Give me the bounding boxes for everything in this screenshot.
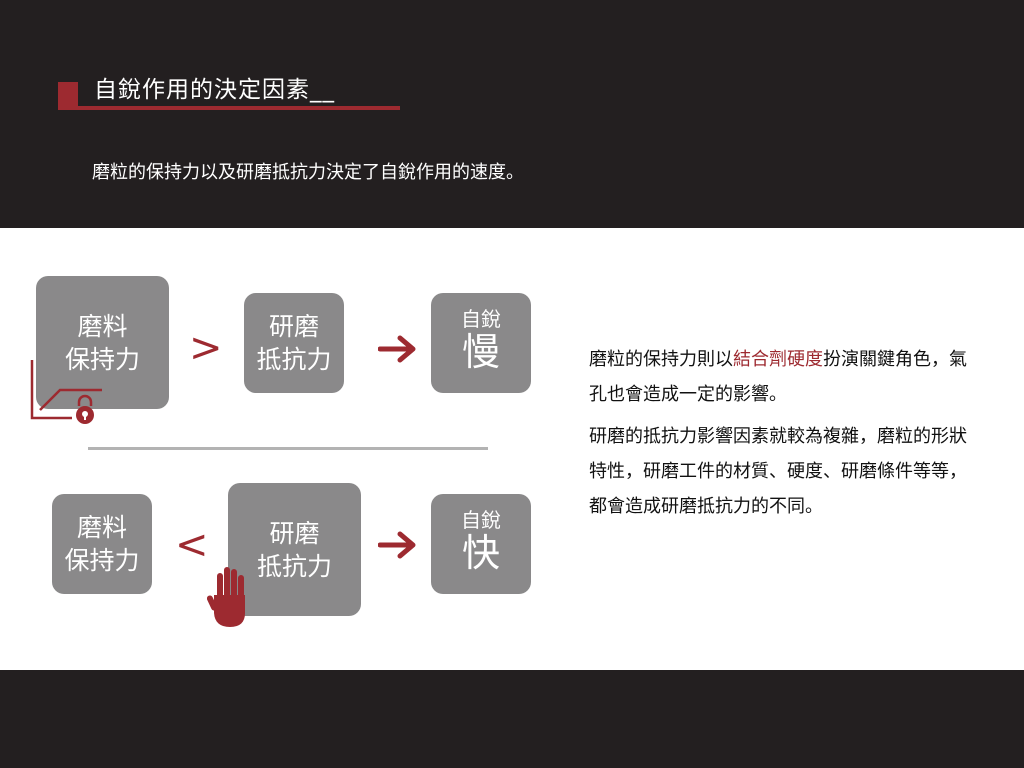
- box-label: 保持力: [64, 344, 140, 374]
- greater-than-operator: >: [189, 325, 223, 371]
- result-value: 快: [461, 531, 500, 575]
- self-sharpening-fast-box: 自銳 快: [431, 494, 531, 594]
- description-paragraph-1: 磨粒的保持力則以結合劑硬度扮演關鍵角色，氣孔也會造成一定的影響。: [589, 342, 969, 412]
- arrow-right-icon: [378, 335, 416, 363]
- desc-text: 扮演關鍵角色，氣孔也會造成一定的影響。: [589, 349, 967, 405]
- self-sharpening-slow-box: 自銳 慢: [431, 293, 531, 393]
- row-divider: [88, 447, 488, 450]
- desc-highlight: 結合劑硬度: [733, 349, 823, 370]
- desc-text: 磨粒的保持力則以: [589, 349, 733, 370]
- box-label: 磨料: [76, 513, 127, 542]
- header-band: [0, 0, 1024, 228]
- box-label: 抵抗力: [256, 345, 332, 374]
- box-label: 研磨: [268, 312, 319, 341]
- holding-force-box: 磨料 保持力: [52, 494, 152, 594]
- box-label: 磨料: [77, 311, 128, 341]
- title-underline: [58, 106, 400, 110]
- page-title: 自銳作用的決定因素__: [94, 77, 335, 103]
- holding-force-box: 磨料 保持力: [36, 276, 169, 409]
- grinding-resistance-box: 研磨 抵抗力: [228, 483, 361, 616]
- grinding-resistance-box: 研磨 抵抗力: [244, 293, 344, 393]
- box-label: 研磨: [269, 518, 320, 548]
- result-label: 自銳: [461, 508, 501, 532]
- page-subtitle: 磨粒的保持力以及研磨抵抗力決定了自銳作用的速度。: [92, 162, 524, 183]
- title-accent-mark: [58, 82, 78, 110]
- result-value: 慢: [461, 330, 500, 374]
- less-than-operator: <: [175, 522, 209, 568]
- hand-stop-icon: [207, 567, 245, 627]
- footer-band: [0, 670, 1024, 768]
- arrow-right-icon: [378, 531, 416, 559]
- desc-text: 研磨的抵抗力影響因素就較為複雜，磨粒的形狀特性，研磨工件的材質、硬度、研磨條件等…: [589, 426, 967, 517]
- description-paragraph-2: 研磨的抵抗力影響因素就較為複雜，磨粒的形狀特性，研磨工件的材質、硬度、研磨條件等…: [589, 419, 969, 524]
- padlock-icon: [30, 360, 102, 424]
- box-label: 保持力: [64, 546, 140, 575]
- result-label: 自銳: [461, 307, 501, 331]
- box-label: 抵抗力: [256, 551, 332, 581]
